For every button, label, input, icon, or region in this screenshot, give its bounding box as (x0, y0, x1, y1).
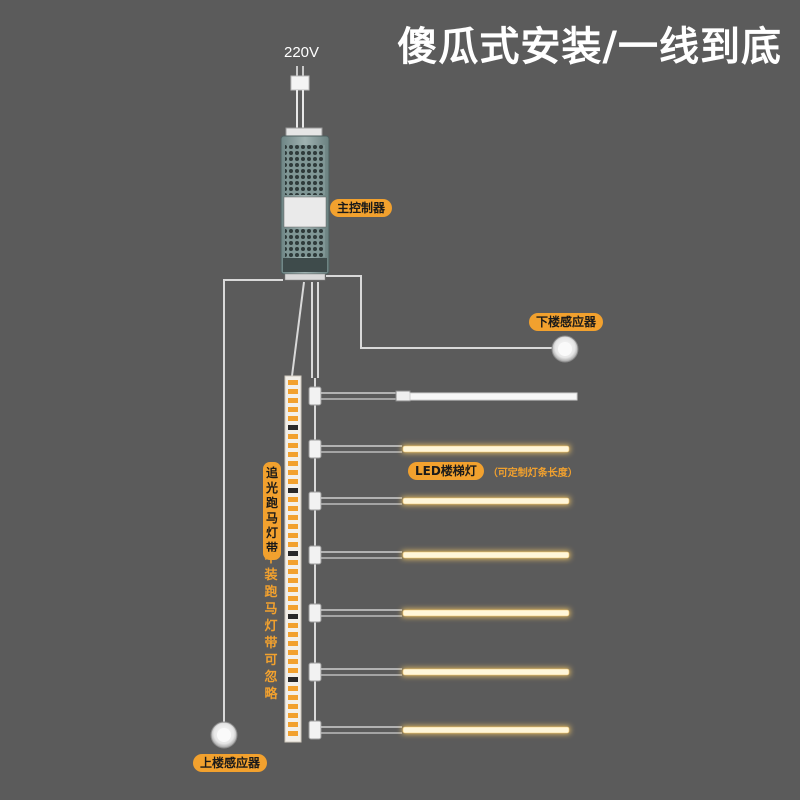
t-connector-icon (308, 386, 322, 406)
chase-led (288, 533, 298, 538)
led-strip-icon (402, 497, 570, 505)
power-supply-icon (280, 127, 330, 281)
chase-led (288, 632, 298, 637)
page-title: 傻瓜式安装/一线到底 (397, 24, 782, 70)
chase-led (288, 713, 298, 718)
power-cable (296, 90, 304, 128)
sensor-up-label: 上楼感应器 (193, 754, 268, 772)
sensor-down-icon (551, 335, 579, 363)
chase-led (288, 524, 298, 529)
t-connector-icon (308, 720, 322, 740)
t-connector-icon (308, 439, 322, 459)
chase-strip-icon (284, 375, 302, 743)
chase-led (288, 443, 298, 448)
led-strip-icon (409, 392, 578, 401)
t-connector-icon (308, 603, 322, 623)
chase-led (288, 587, 298, 592)
chase-led (288, 380, 298, 385)
t-connector-icon (308, 545, 322, 565)
led-row (308, 720, 570, 740)
led-strip-icon (402, 445, 570, 453)
chase-led (288, 506, 298, 511)
chase-led (288, 425, 298, 430)
chase-led (288, 398, 298, 403)
chase-led (288, 605, 298, 610)
plug-icon (290, 66, 310, 91)
led-row (308, 545, 570, 565)
led-strip-icon (402, 668, 570, 676)
chase-note: 不装跑马灯带可忽略 (264, 551, 278, 702)
led-row (308, 439, 570, 459)
sensor-up-icon (210, 721, 238, 749)
chase-led (288, 515, 298, 520)
chase-led (288, 695, 298, 700)
led-strip-group (308, 386, 578, 740)
chase-led (288, 452, 298, 457)
chase-led (288, 677, 298, 682)
chase-led (288, 479, 298, 484)
led-strip-icon (402, 726, 570, 734)
chase-led (288, 686, 298, 691)
chase-led (288, 659, 298, 664)
chase-led (288, 470, 298, 475)
chase-label: 追光跑马灯带 (263, 462, 281, 560)
chase-led (288, 731, 298, 736)
chase-led (288, 704, 298, 709)
chase-led (288, 542, 298, 547)
voltage-label: 220V (284, 44, 320, 61)
chase-led (288, 551, 298, 556)
chase-led (288, 650, 298, 655)
chase-led (288, 623, 298, 628)
chase-led (288, 407, 298, 412)
chase-led (288, 497, 298, 502)
led-label-group: LED楼梯灯 （可定制灯条长度） (408, 462, 578, 480)
chase-led (288, 668, 298, 673)
led-label: LED楼梯灯 (408, 462, 484, 480)
chase-led (288, 434, 298, 439)
led-row (308, 662, 570, 682)
chase-led (288, 461, 298, 466)
led-strip-icon (402, 609, 570, 617)
chase-led (288, 614, 298, 619)
led-row (308, 603, 570, 623)
chase-led (288, 641, 298, 646)
controller-label: 主控制器 (330, 199, 393, 217)
chase-led (288, 389, 298, 394)
chase-led (288, 596, 298, 601)
led-row (308, 491, 570, 511)
chase-led (288, 722, 298, 727)
t-connector-icon (308, 662, 322, 682)
chase-led (288, 560, 298, 565)
t-connector-icon (308, 491, 322, 511)
chase-led (288, 488, 298, 493)
chase-led (288, 578, 298, 583)
chase-led (288, 416, 298, 421)
led-note: （可定制灯条长度） (487, 467, 578, 479)
led-row (308, 386, 578, 406)
sensor-down-label: 下楼感应器 (529, 313, 604, 331)
led-strip-icon (402, 551, 570, 559)
chase-led (288, 569, 298, 574)
